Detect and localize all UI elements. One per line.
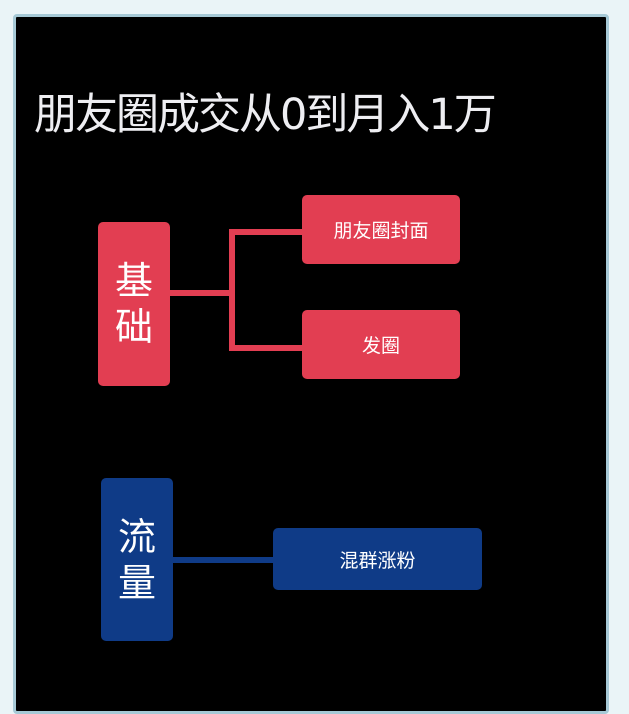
connector-line bbox=[229, 229, 303, 235]
node-label: 发圈 bbox=[361, 335, 400, 357]
node-basics-char: 础 bbox=[114, 305, 153, 349]
connector-line bbox=[170, 290, 234, 296]
node-label: 朋友圈封面 bbox=[333, 220, 429, 242]
page-title: 朋友圈成交从0到月入1万 bbox=[34, 90, 497, 140]
connector-line bbox=[229, 345, 303, 351]
node-traffic: 流 量 bbox=[101, 478, 173, 641]
node-basics-char: 基 bbox=[114, 259, 153, 303]
connector-line bbox=[173, 557, 274, 563]
connector-line bbox=[229, 229, 235, 351]
node-moments-cover: 朋友圈封面 bbox=[302, 195, 460, 264]
node-post-moments: 发圈 bbox=[302, 310, 460, 379]
node-group-fans: 混群涨粉 bbox=[273, 528, 482, 590]
node-traffic-char: 流 bbox=[117, 514, 156, 559]
node-basics: 基 础 bbox=[98, 222, 170, 386]
node-label: 混群涨粉 bbox=[339, 549, 416, 572]
node-traffic-char: 量 bbox=[117, 560, 156, 605]
